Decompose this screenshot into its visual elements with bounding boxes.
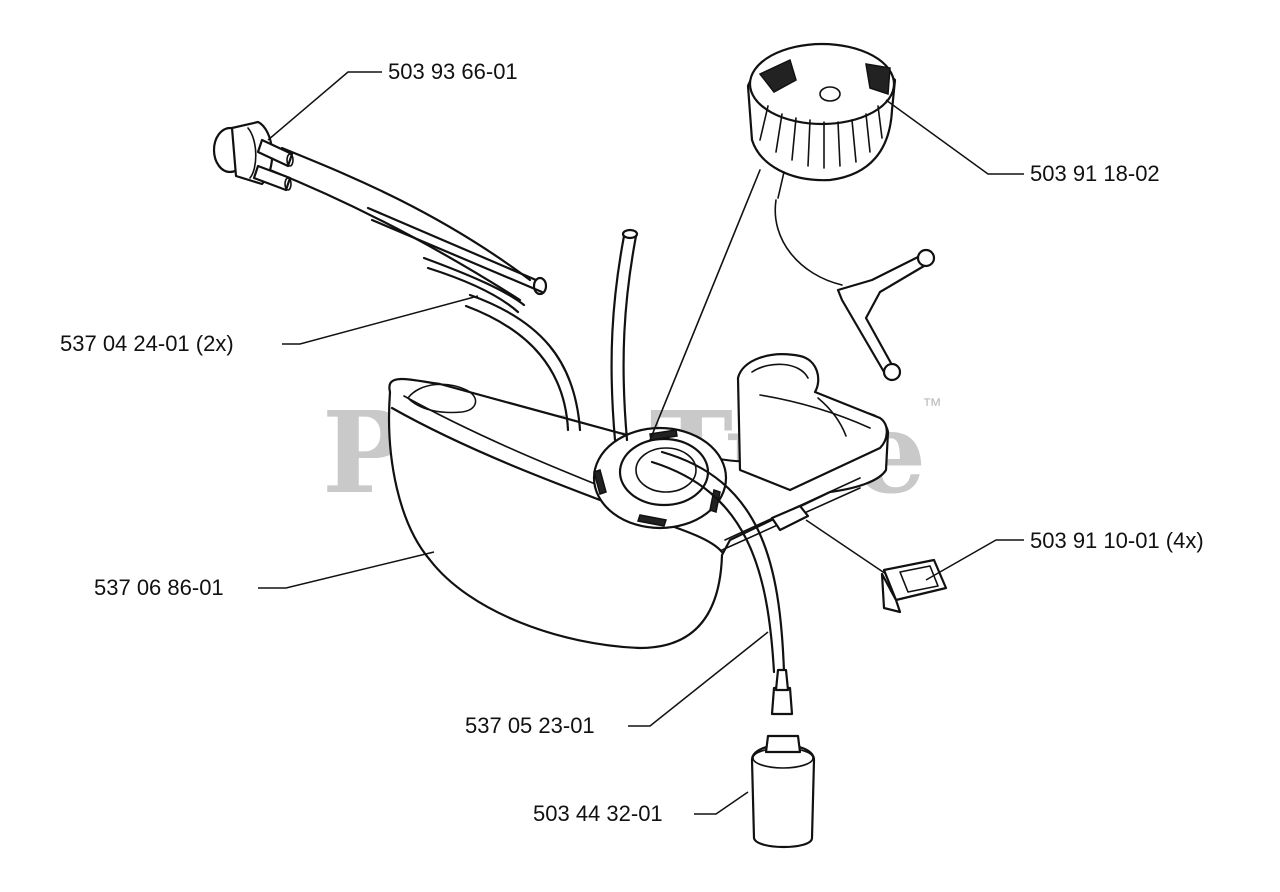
fuel-hoses-drawing	[268, 146, 639, 442]
leader-line-537-04-24-01	[282, 295, 479, 345]
watermark-trademark: ™	[922, 395, 942, 417]
leader-line-537-06-86-01	[258, 551, 435, 589]
part-label-537-05-23-01: 537 05 23-01	[465, 713, 595, 738]
leader-line-503-91-10-01-tank	[805, 519, 887, 575]
fuel-cap-drawing	[746, 42, 936, 382]
part-label-503-91-18-02: 503 91 18-02	[1030, 161, 1160, 186]
grommet-drawing	[880, 558, 948, 614]
part-label-503-91-10-01: 503 91 10-01 (4x)	[1030, 528, 1204, 553]
part-label-503-44-32-01: 503 44 32-01	[533, 801, 663, 826]
primer-fitting-drawing	[212, 120, 294, 192]
leader-line-503-91-10-01	[925, 539, 1024, 581]
leader-line-503-91-18-02	[885, 99, 1024, 175]
part-label-537-04-24-01: 537 04 24-01 (2x)	[60, 331, 234, 356]
fuel-tank-drawing	[387, 353, 890, 650]
part-label-503-93-66-01: 503 93 66-01	[388, 59, 518, 84]
fuel-pickup-drawing	[649, 169, 816, 848]
leader-line-503-93-66-01	[267, 71, 382, 141]
leader-lines	[258, 71, 1024, 815]
leader-line-537-05-23-01	[628, 631, 769, 727]
leader-line-503-44-32-01	[694, 791, 749, 815]
part-label-537-06-86-01: 537 06 86-01	[94, 575, 224, 600]
